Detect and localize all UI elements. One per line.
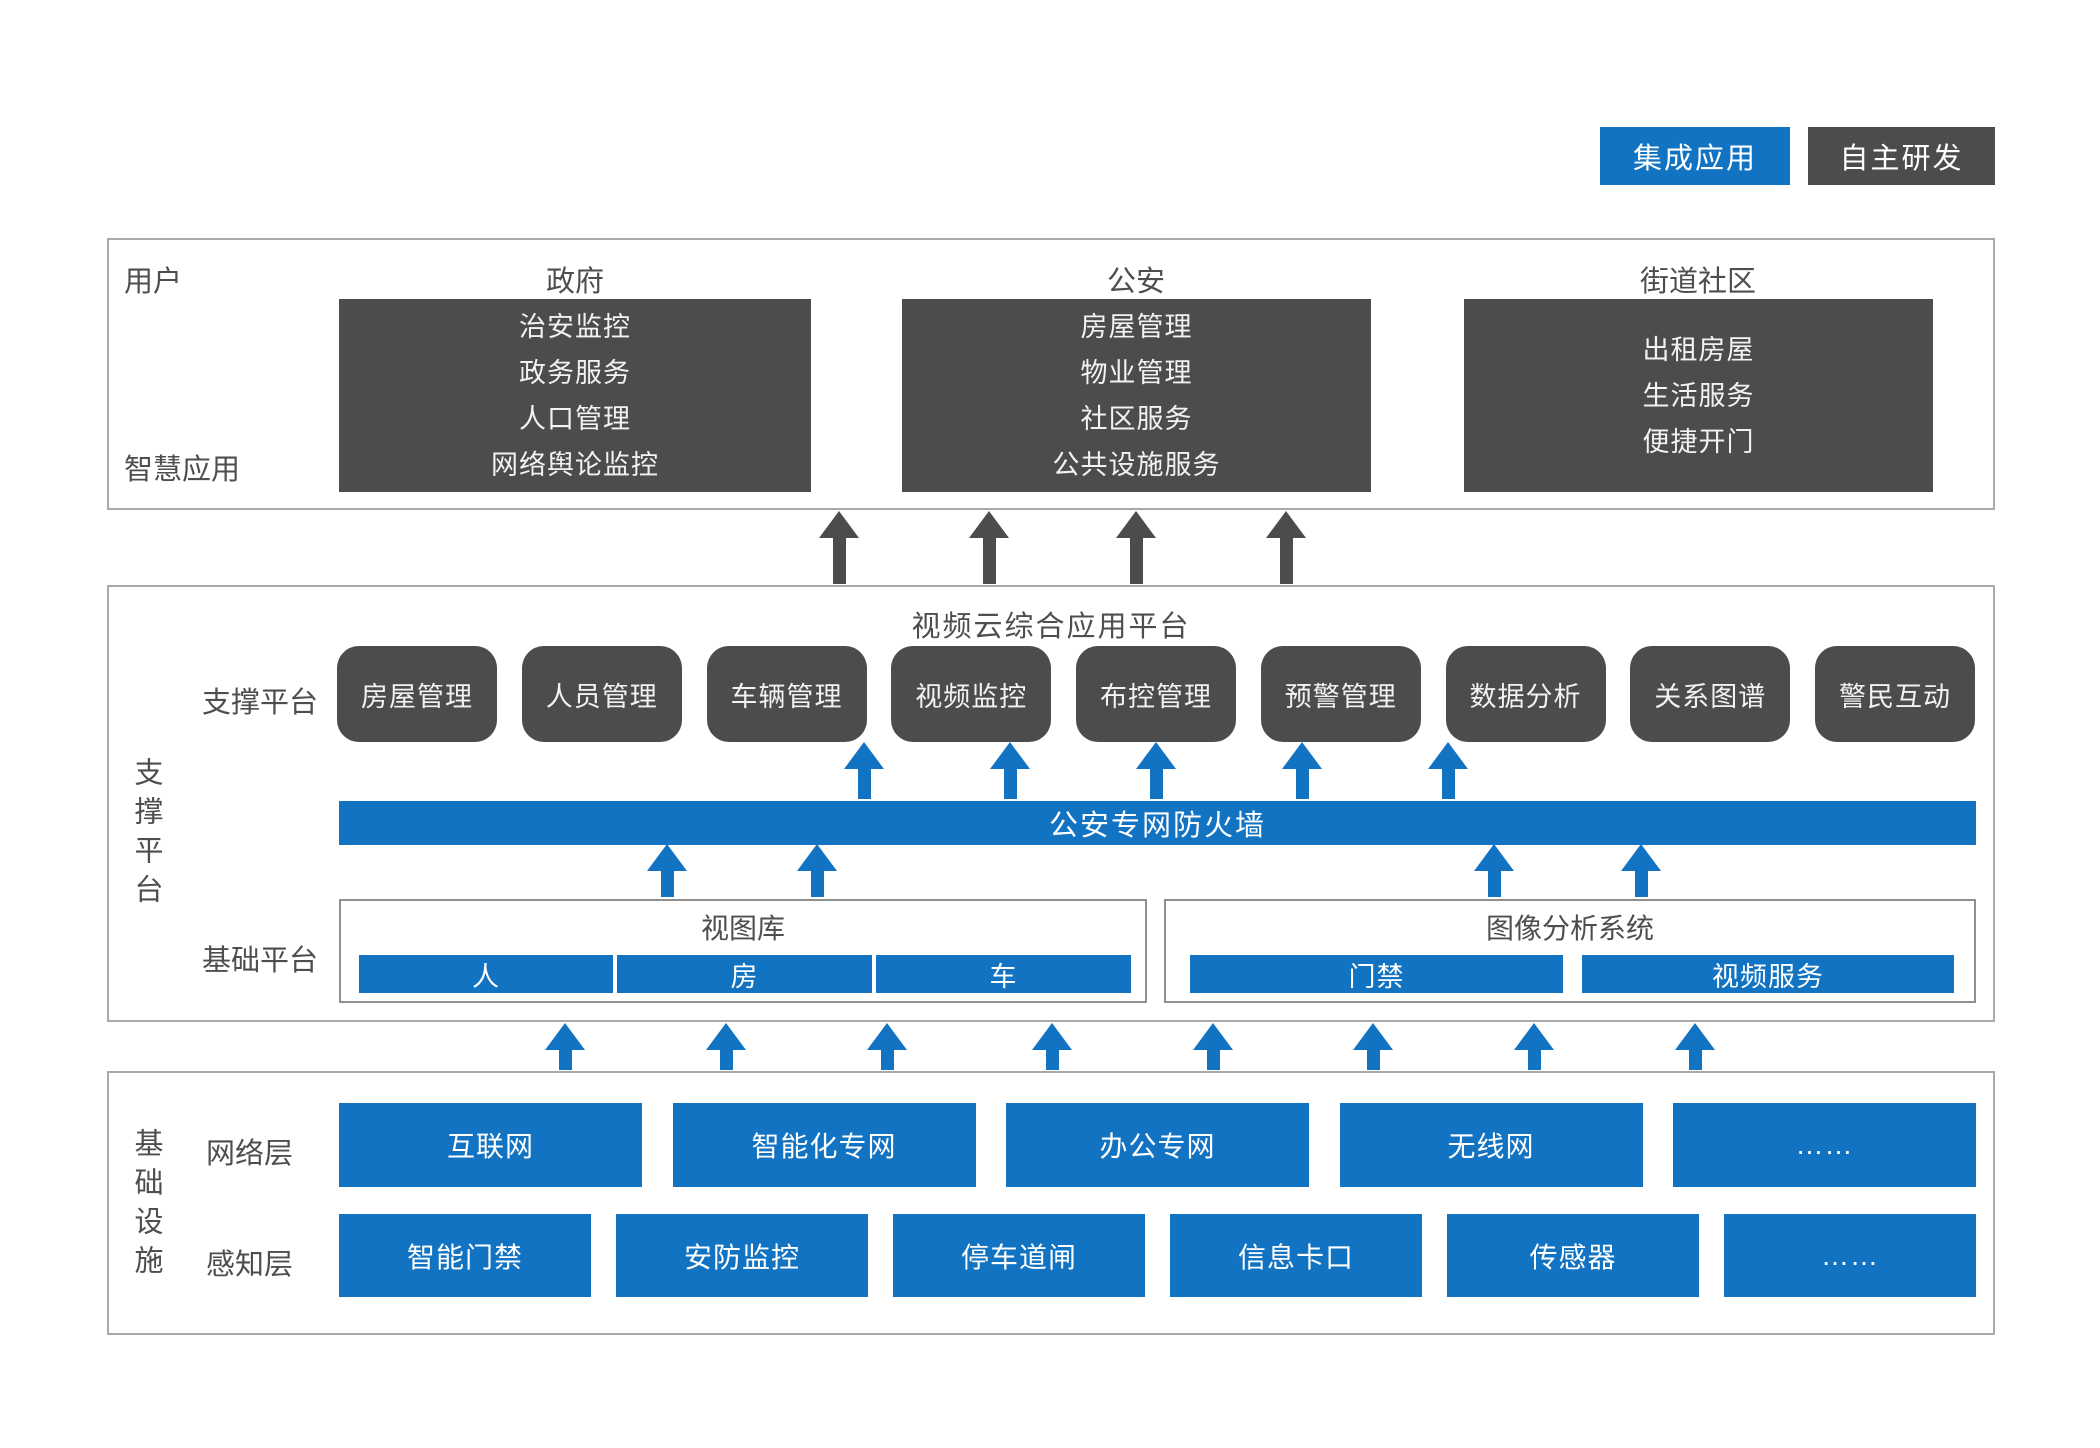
up-arrow-blue — [1428, 742, 1468, 799]
up-arrow-blue — [1353, 1023, 1393, 1070]
support-platform-side-label: 支撑平台 — [130, 757, 162, 913]
bar-person: 人 — [359, 955, 613, 993]
image-analysis-system-box: 图像分析系统 门禁 视频服务 — [1164, 899, 1976, 1003]
network-office: 办公专网 — [1006, 1103, 1309, 1187]
column-header-police: 公安 — [1106, 266, 1165, 298]
up-arrow-blue — [867, 1023, 907, 1070]
up-arrow-blue — [844, 742, 884, 799]
network-row: 互联网 智能化专网 办公专网 无线网 …… — [339, 1103, 1976, 1187]
up-arrow-blue — [1193, 1023, 1233, 1070]
police-apps-box: 房屋管理 物业管理 社区服务 公共设施服务 — [902, 299, 1371, 492]
app-item: 政务服务 — [519, 357, 631, 388]
view-library-title: 视图库 — [700, 913, 785, 944]
up-arrow-blue — [545, 1023, 585, 1070]
sense-info-checkpoint: 信息卡口 — [1170, 1214, 1422, 1297]
sense-row-label: 感知层 — [206, 1249, 294, 1281]
module-police-citizen: 警民互动 — [1815, 646, 1975, 742]
module-vehicle-mgmt: 车辆管理 — [706, 646, 867, 742]
up-arrow-blue — [1282, 742, 1322, 799]
smart-app-row-label: 智慧应用 — [124, 454, 241, 486]
infrastructure-side-label: 基础设施 — [130, 1128, 162, 1284]
module-house-mgmt: 房屋管理 — [337, 646, 497, 742]
module-relation-graph: 关系图谱 — [1630, 646, 1791, 742]
app-item: 出租房屋 — [1642, 334, 1755, 365]
support-row-label: 支撑平台 — [202, 687, 319, 719]
infrastructure-section: 基础设施 网络层 互联网 智能化专网 办公专网 无线网 …… 感知层 智能门禁 … — [107, 1071, 1995, 1335]
column-header-government: 政府 — [545, 266, 604, 298]
up-arrow-blue — [1675, 1023, 1715, 1070]
community-apps-box: 出租房屋 生活服务 便捷开门 — [1464, 299, 1933, 492]
legend-integrated-app: 集成应用 — [1600, 127, 1790, 185]
app-item: 房屋管理 — [1080, 311, 1193, 342]
network-internet: 互联网 — [339, 1103, 642, 1187]
up-arrow-blue — [1474, 844, 1514, 897]
bar-house: 房 — [617, 955, 872, 993]
app-item: 人口管理 — [519, 403, 631, 434]
up-arrow-blue — [647, 844, 687, 897]
up-arrow-dark — [1116, 511, 1156, 584]
network-more: …… — [1673, 1103, 1976, 1187]
sense-more: …… — [1724, 1214, 1976, 1297]
image-analysis-title: 图像分析系统 — [1485, 913, 1654, 944]
app-item: 公共设施服务 — [1052, 449, 1221, 480]
government-apps-box: 治安监控 政务服务 人口管理 网络舆论监控 — [339, 299, 811, 492]
user-application-section: 用户 智慧应用 政府 公安 街道社区 治安监控 政务服务 人口管理 网络舆论监控… — [107, 238, 1995, 510]
column-header-community: 街道社区 — [1639, 266, 1756, 298]
module-person-mgmt: 人员管理 — [521, 646, 682, 742]
sense-smart-access: 智能门禁 — [339, 1214, 591, 1297]
network-row-label: 网络层 — [206, 1138, 294, 1170]
module-video-monitor: 视频监控 — [891, 646, 1052, 742]
user-row-label: 用户 — [124, 266, 183, 298]
up-arrow-dark — [969, 511, 1009, 584]
bar-vehicle: 车 — [876, 955, 1131, 993]
module-alert-mgmt: 预警管理 — [1260, 646, 1421, 742]
up-arrow-blue — [990, 742, 1030, 799]
platform-title: 视频云综合应用平台 — [911, 611, 1191, 643]
network-intelligent: 智能化专网 — [672, 1103, 976, 1187]
bar-video-service: 视频服务 — [1582, 955, 1954, 993]
legend-self-developed: 自主研发 — [1808, 127, 1995, 185]
up-arrow-dark — [819, 511, 859, 584]
app-item: 便捷开门 — [1642, 426, 1755, 457]
up-arrow-blue — [1514, 1023, 1554, 1070]
sense-security-monitor: 安防监控 — [616, 1214, 868, 1297]
module-data-analysis: 数据分析 — [1445, 646, 1606, 742]
up-arrow-dark — [1266, 511, 1306, 584]
police-network-firewall-bar: 公安专网防火墙 — [339, 801, 1976, 845]
sense-parking-gate: 停车道闸 — [893, 1214, 1145, 1297]
support-modules-row: 房屋管理 人员管理 车辆管理 视频监控 布控管理 预警管理 数据分析 关系图谱 … — [337, 646, 1975, 742]
app-item: 社区服务 — [1080, 403, 1193, 434]
app-item: 治安监控 — [519, 311, 631, 342]
up-arrow-blue — [797, 844, 837, 897]
sense-row: 智能门禁 安防监控 停车道闸 信息卡口 传感器 …… — [339, 1214, 1976, 1297]
up-arrow-blue — [1032, 1023, 1072, 1070]
up-arrow-blue — [1136, 742, 1176, 799]
up-arrow-blue — [706, 1023, 746, 1070]
module-control-mgmt: 布控管理 — [1076, 646, 1236, 742]
app-item: 物业管理 — [1080, 357, 1193, 388]
sense-sensor: 传感器 — [1447, 1214, 1699, 1297]
up-arrow-blue — [1621, 844, 1661, 897]
support-platform-section: 视频云综合应用平台 支撑平台 支撑平台 房屋管理 人员管理 车辆管理 视频监控 … — [107, 585, 1995, 1022]
app-item: 生活服务 — [1642, 380, 1755, 411]
app-item: 网络舆论监控 — [491, 449, 659, 480]
network-wireless: 无线网 — [1339, 1103, 1643, 1187]
view-library-box: 视图库 人 房 车 — [339, 899, 1147, 1003]
bar-access-control: 门禁 — [1190, 955, 1563, 993]
base-platform-row-label: 基础平台 — [202, 945, 319, 977]
